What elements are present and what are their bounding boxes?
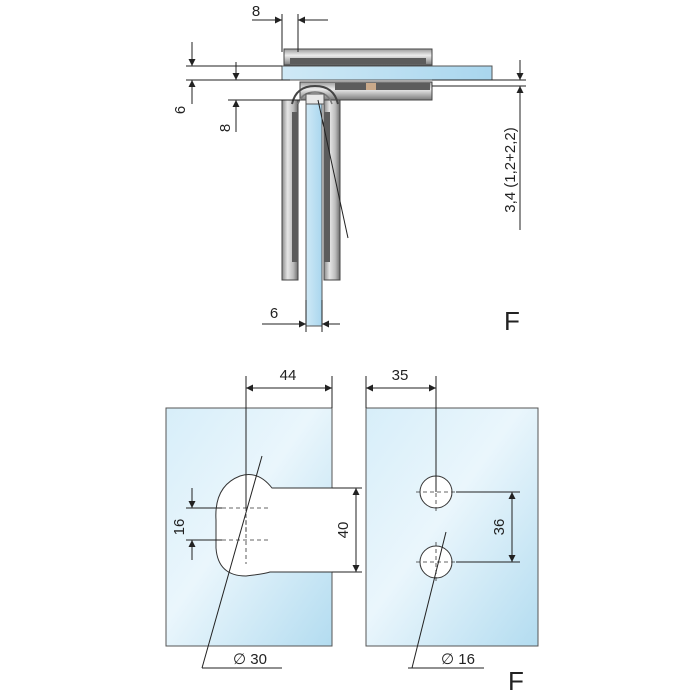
dim-cutout-height: 40 [335, 522, 352, 539]
dim-glass-thickness: 6 [172, 106, 189, 114]
view-label-bottom: F [508, 666, 524, 696]
dim-gasket: 3,4 (1,2+2,2) [502, 127, 519, 212]
front-view: 44 35 16 40 36 ∅ 30 ∅ 16 F [165, 367, 539, 696]
dim-glass-side: 6 [270, 305, 278, 322]
left-cutout [215, 474, 332, 577]
top-view: 8 6 8 3,4 (1,2+2,2) 6 F [172, 3, 526, 336]
leader-d30 [201, 455, 263, 669]
dim-hole-d30: ∅ 30 [233, 651, 267, 668]
hinge-knuckle-inner [297, 91, 333, 105]
vertical-glass [305, 99, 323, 327]
pivot-pin [366, 83, 376, 90]
dim-slot-width: 16 [171, 519, 188, 536]
lower-clamp-gasket [335, 83, 430, 90]
dim-clamp-gap: 8 [217, 124, 234, 132]
upper-clamp-gasket [290, 58, 426, 64]
leader-d16 [411, 531, 447, 669]
right-glass-panel [365, 407, 539, 647]
view-label-top: F [504, 306, 520, 336]
vertical-gasket-right [324, 112, 330, 262]
horizontal-glass [281, 65, 493, 81]
dim-hinge-offset: 8 [252, 3, 260, 20]
dim-hole-spacing: 36 [491, 519, 508, 536]
dim-hole-d16: ∅ 16 [441, 651, 475, 668]
dim-edge-to-hole: 44 [280, 367, 297, 384]
gasket-leader [317, 99, 349, 239]
hinge-spindle [305, 93, 325, 105]
vertical-gasket-left [292, 112, 298, 262]
hinge-knuckle [291, 84, 339, 105]
dim-edge-to-holes: 35 [392, 367, 409, 384]
